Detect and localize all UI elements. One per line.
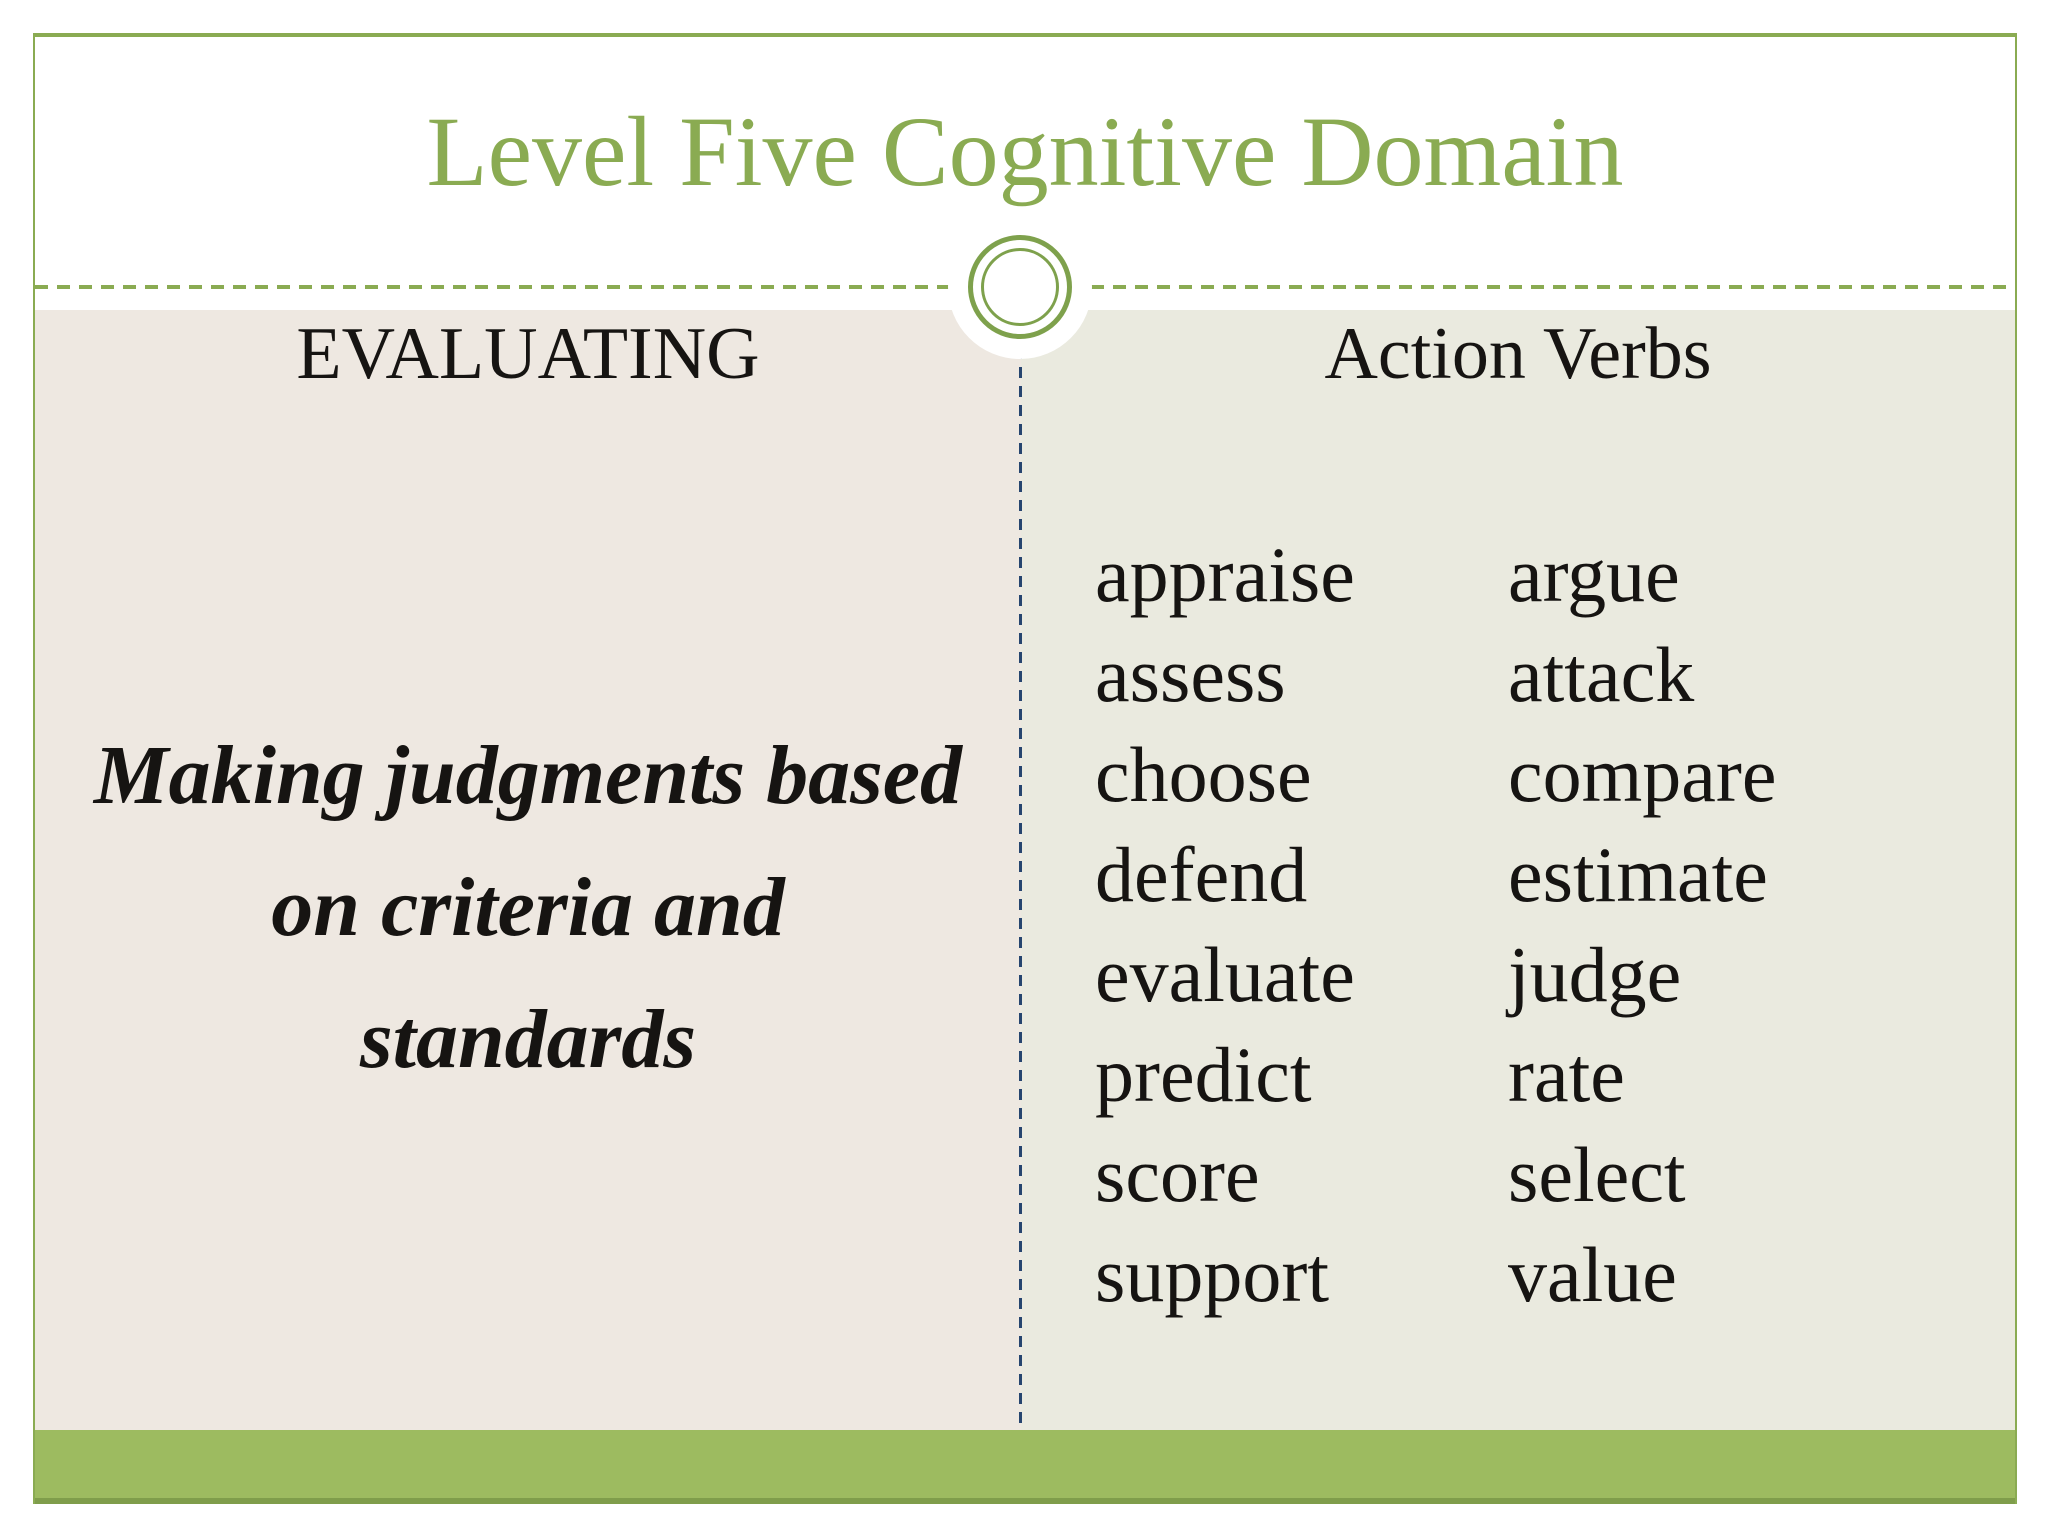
description-line: standards — [359, 992, 697, 1086]
verb-item: estimate — [1508, 831, 1768, 918]
circle-ornament-outer-ring — [968, 235, 1072, 339]
verb-item: defend — [1095, 831, 1308, 918]
verb-item: appraise — [1095, 531, 1355, 618]
verb-item: value — [1508, 1231, 1677, 1318]
verb-item: attack — [1508, 631, 1695, 718]
verb-item: rate — [1508, 1031, 1625, 1118]
verb-item: assess — [1095, 631, 1286, 718]
verb-item: score — [1095, 1131, 1260, 1218]
action-verbs-panel: Action Verbs appraise assess choose defe… — [1021, 310, 2015, 1430]
evaluating-panel: EVALUATING Making judgments based on cri… — [35, 310, 1021, 1430]
bottom-accent-bar — [35, 1430, 2015, 1504]
verbs-column-1: appraise assess choose defend evaluate p… — [1095, 525, 1355, 1325]
description-line: Making judgments based — [93, 729, 963, 822]
evaluating-heading: EVALUATING — [296, 313, 760, 395]
verb-item: compare — [1508, 731, 1777, 818]
verb-item: evaluate — [1095, 931, 1355, 1018]
verb-item: argue — [1508, 531, 1680, 618]
verb-item: predict — [1095, 1031, 1312, 1118]
evaluating-description: Making judgments based on criteria and s… — [35, 710, 1021, 1106]
verbs-column-2: argue attack compare estimate judge rate… — [1508, 525, 1777, 1325]
verb-item: judge — [1508, 931, 1682, 1018]
verb-item: choose — [1095, 731, 1312, 818]
action-verbs-heading: Action Verbs — [1324, 313, 1712, 395]
vertical-dashed-divider — [1019, 310, 1022, 1430]
description-line: on criteria and — [271, 860, 785, 954]
slide-title: Level Five Cognitive Domain — [426, 96, 1624, 207]
verb-item: select — [1508, 1131, 1686, 1218]
circle-ornament-inner-ring — [981, 248, 1059, 326]
slide: Level Five Cognitive Domain EVALUATING M… — [33, 33, 2017, 1504]
verb-item: support — [1095, 1231, 1329, 1318]
